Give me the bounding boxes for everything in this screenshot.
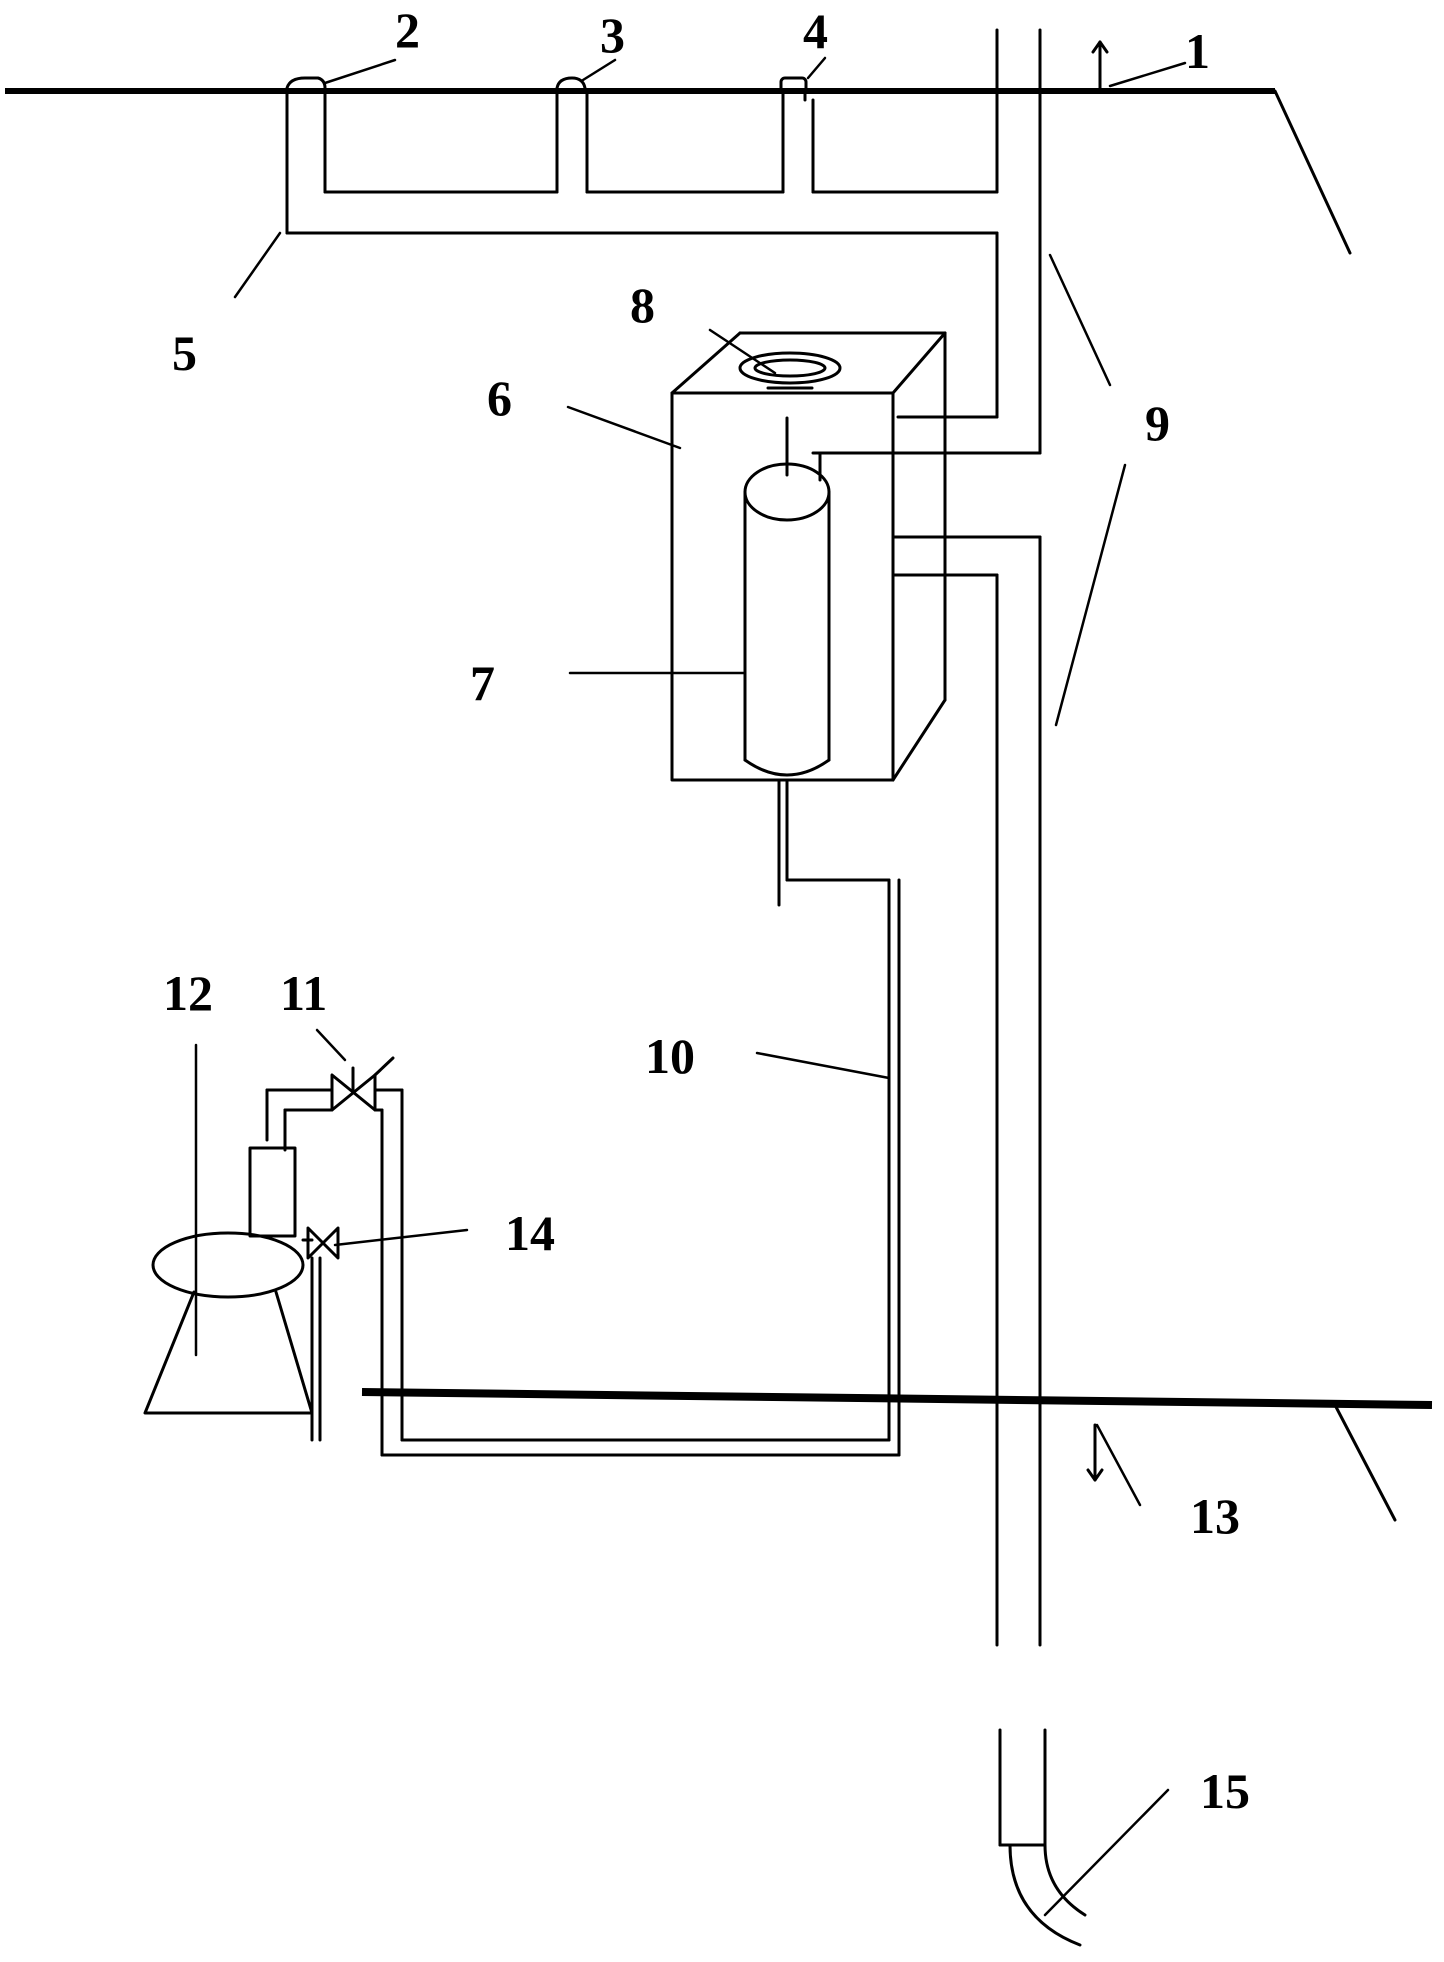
floor-drain-3 <box>555 76 587 90</box>
upper-floor-slab <box>5 88 1352 255</box>
housing-box <box>670 331 947 782</box>
lower-floor-slab <box>361 1388 1433 1522</box>
valve-11 <box>265 1056 404 1152</box>
leader-lines <box>194 56 1187 1917</box>
sampling-tube <box>380 778 901 1457</box>
floor-drain-2 <box>285 76 327 90</box>
label-9: 9 <box>1145 395 1170 451</box>
label-15: 15 <box>1200 1763 1250 1819</box>
upper-arrow <box>1091 40 1109 93</box>
label-5: 5 <box>172 325 197 381</box>
label-8: 8 <box>630 277 655 333</box>
filter-cylinder <box>743 416 831 777</box>
label-2: 2 <box>395 2 420 58</box>
valve-14 <box>301 1226 340 1442</box>
outlet-elbow <box>998 1728 1087 1947</box>
label-11: 11 <box>280 965 327 1021</box>
label-14: 14 <box>505 1205 555 1261</box>
collection-pipe <box>285 28 999 419</box>
label-12: 12 <box>163 965 213 1021</box>
label-1: 1 <box>1185 23 1210 79</box>
label-10: 10 <box>645 1028 695 1084</box>
top-cap <box>738 351 842 390</box>
label-7: 7 <box>470 655 495 711</box>
label-13: 13 <box>1190 1488 1240 1544</box>
label-3: 3 <box>600 7 625 63</box>
reference-numerals: 1 2 3 4 5 6 7 8 9 10 11 12 13 14 15 <box>163 2 1250 1819</box>
label-6: 6 <box>487 370 512 426</box>
collection-flask <box>143 1146 314 1415</box>
lower-arrow <box>1086 1423 1104 1482</box>
label-4: 4 <box>803 3 828 59</box>
